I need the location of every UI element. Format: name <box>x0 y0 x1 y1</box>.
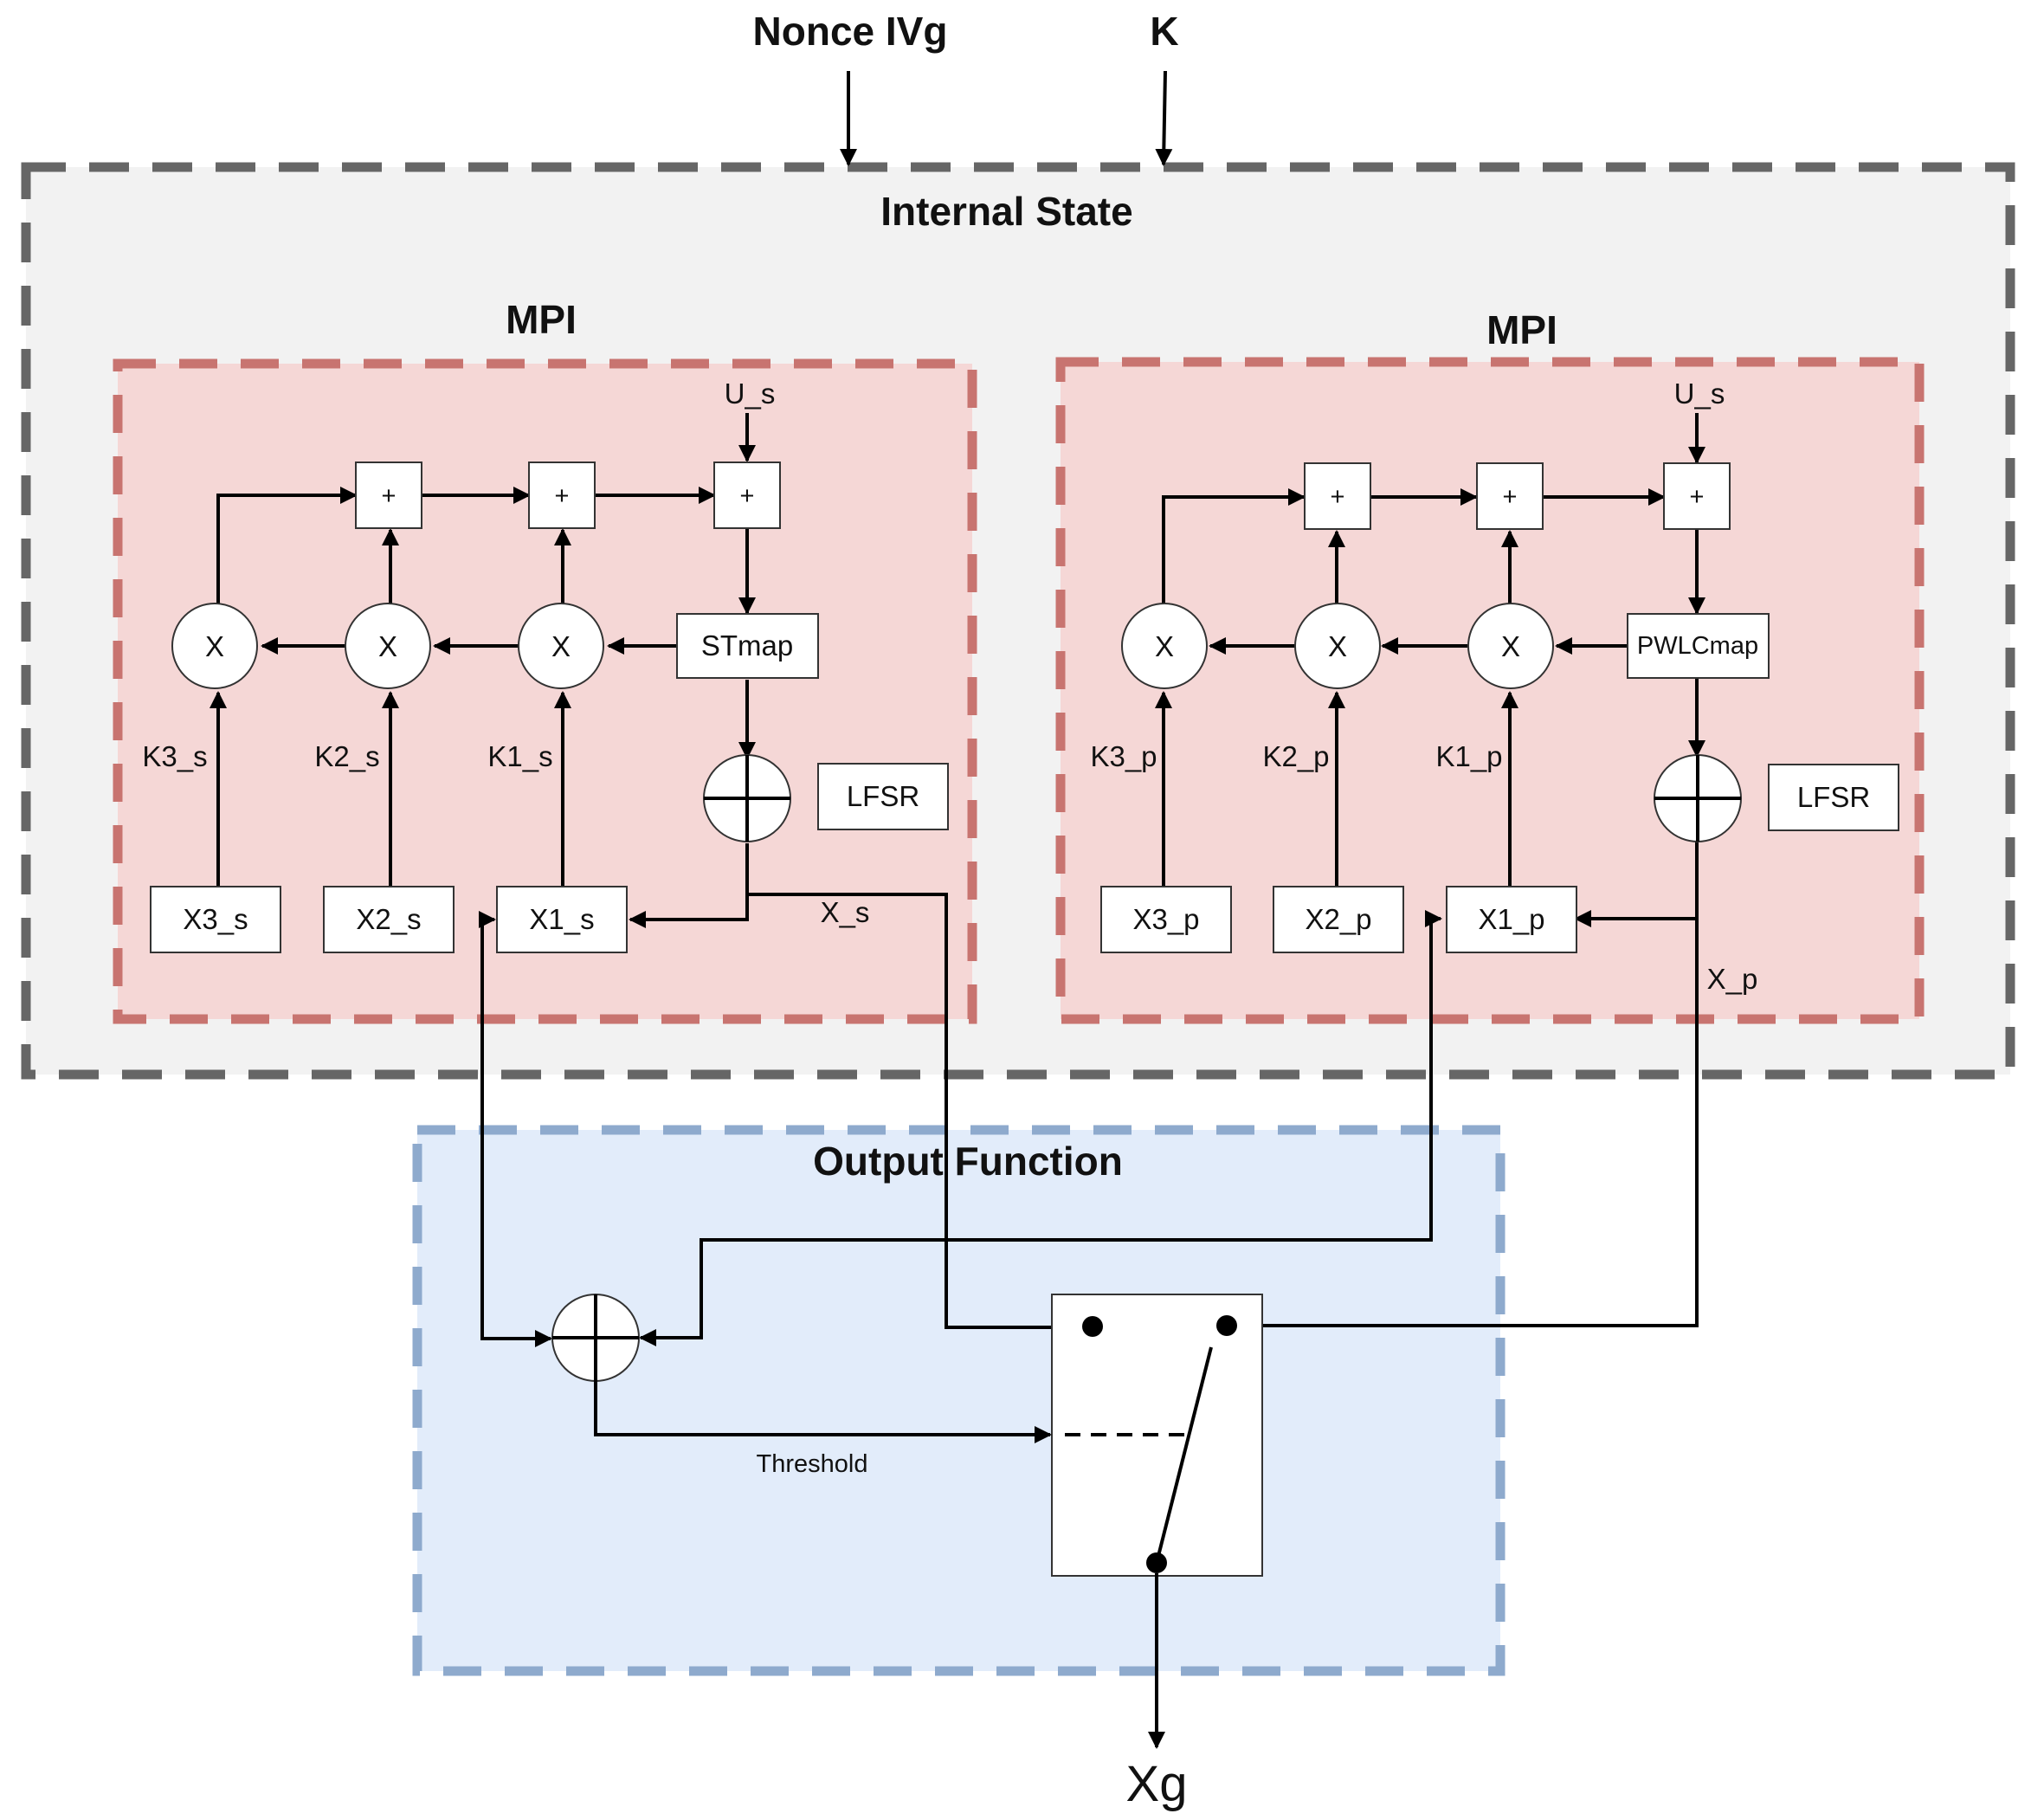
key-input-label: K <box>1150 9 1178 54</box>
register-x1-p <box>1446 886 1577 953</box>
wire <box>480 920 552 1347</box>
adder-right-2-label: + <box>1503 483 1518 511</box>
register-x1-s-label: X1_s <box>529 903 594 935</box>
stmap-label: STmap <box>701 629 793 662</box>
nonce-input-label: Nonce IVg <box>753 9 948 54</box>
adder-left-2-label: + <box>555 482 570 510</box>
key-k3-p: K3_p <box>1090 740 1157 772</box>
output-function-title: Output Function <box>813 1139 1123 1184</box>
multiplier-left-1 <box>518 603 604 689</box>
multiplier-right-2-label: X <box>1328 630 1347 662</box>
wire <box>216 487 358 611</box>
internal-state-title: Internal State <box>880 189 1132 234</box>
wire <box>747 893 1086 1329</box>
stmap-box <box>676 613 819 679</box>
adder-right-1 <box>1304 462 1371 530</box>
multiplier-left-1-label: X <box>551 630 571 662</box>
key-k2-s: K2_s <box>314 740 379 772</box>
wire <box>629 843 749 928</box>
switch-contact-right <box>1216 1315 1237 1336</box>
multiplier-right-2 <box>1294 603 1381 689</box>
input-us-right: U_s <box>1674 378 1725 410</box>
register-x2-s <box>323 886 455 953</box>
wire <box>639 919 1433 1346</box>
adder-left-2 <box>528 461 596 529</box>
mpi-right-title: MPI <box>1486 307 1557 352</box>
output-x-p: X_p <box>1707 963 1758 995</box>
key-arrow <box>1155 70 1173 166</box>
register-x2-s-label: X2_s <box>356 903 421 935</box>
switch-contact-left <box>1082 1316 1103 1337</box>
multiplier-left-2-label: X <box>378 630 397 662</box>
output-x-s: X_s <box>821 896 870 928</box>
switch-lever <box>1155 1346 1213 1564</box>
lfsr-right-label: LFSR <box>1797 781 1870 813</box>
wire <box>1229 919 1699 1327</box>
multiplier-left-3-label: X <box>205 630 224 662</box>
threshold-wire <box>594 1381 1052 1443</box>
multiplier-right-1 <box>1467 603 1554 689</box>
lfsr-right-box <box>1768 764 1899 831</box>
pwlcmap-box <box>1627 613 1770 679</box>
adder-right-1-label: + <box>1331 483 1345 511</box>
adder-right-3 <box>1663 462 1731 530</box>
wire <box>1162 488 1306 611</box>
register-x2-p-label: X2_p <box>1305 903 1371 935</box>
register-x1-s <box>496 886 628 953</box>
multiplier-right-1-label: X <box>1501 630 1520 662</box>
register-x1-p-label: X1_p <box>1478 903 1544 935</box>
pwlcmap-label: PWLCmap <box>1637 632 1758 660</box>
adder-left-3-label: + <box>740 482 755 510</box>
multiplier-right-3 <box>1121 603 1208 689</box>
output-xg-label: Xg <box>1126 1756 1188 1812</box>
lfsr-left-label: LFSR <box>847 780 919 812</box>
adder-left-1-label: + <box>382 482 397 510</box>
register-x3-s-label: X3_s <box>183 903 248 935</box>
key-k1-p: K1_p <box>1435 740 1502 772</box>
register-x3-p <box>1100 886 1232 953</box>
output-function-container <box>412 1125 1506 1676</box>
key-k1-s: K1_s <box>487 740 552 772</box>
multiplier-right-3-label: X <box>1155 630 1174 662</box>
multiplier-left-3 <box>171 603 258 689</box>
threshold-label: Threshold <box>757 1450 868 1478</box>
key-k2-p: K2_p <box>1262 740 1329 772</box>
adder-left-1 <box>355 461 422 529</box>
input-us-left: U_s <box>725 378 776 410</box>
adder-right-3-label: + <box>1690 483 1705 511</box>
mpi-left-title: MPI <box>506 297 577 342</box>
adder-right-2 <box>1476 462 1544 530</box>
lfsr-left-box <box>817 763 949 830</box>
register-x3-p-label: X3_p <box>1132 903 1199 935</box>
register-x3-s <box>150 886 281 953</box>
register-x2-p <box>1273 886 1404 953</box>
multiplier-left-2 <box>345 603 431 689</box>
adder-left-3 <box>713 461 781 529</box>
key-k3-s: K3_s <box>142 740 207 772</box>
